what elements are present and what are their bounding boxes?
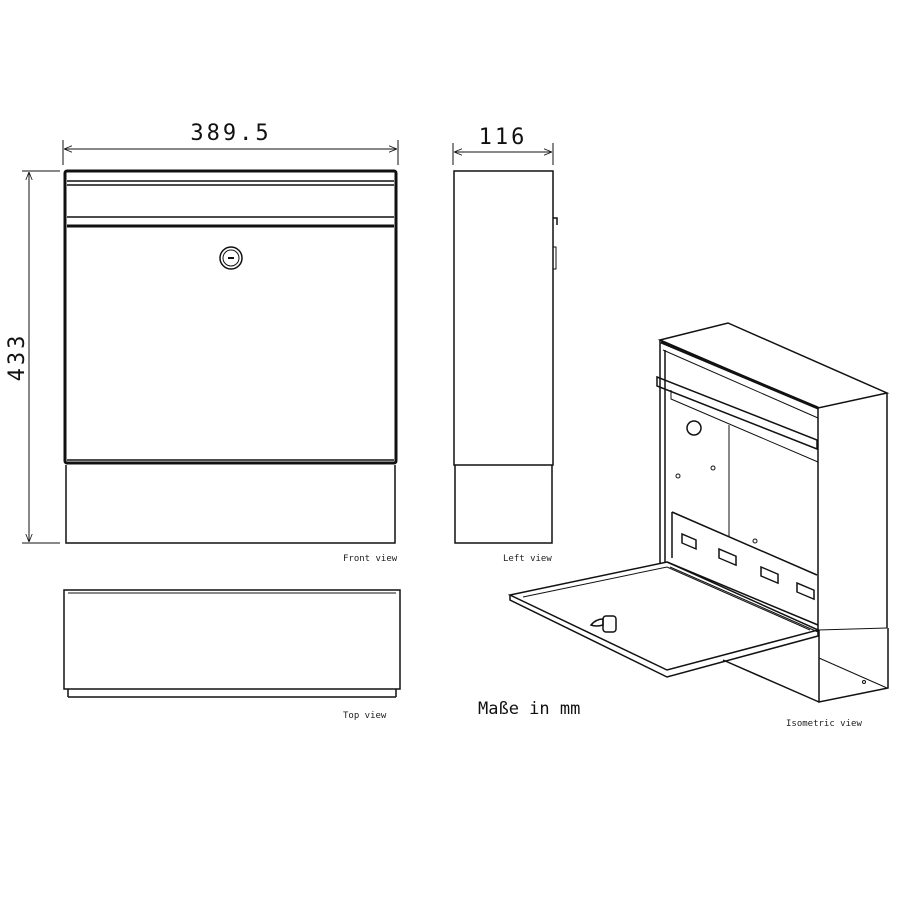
front-view: [63, 169, 398, 544]
top-view: [63, 589, 401, 698]
height-value: 433: [5, 333, 30, 382]
width-dimension: 389.5: [62, 121, 399, 165]
depth-value: 116: [479, 125, 528, 150]
isometric-view-label: Isometric view: [786, 719, 862, 729]
units-note: Maße in mm: [478, 699, 580, 719]
front-view-label: Front view: [343, 554, 398, 564]
width-value: 389.5: [190, 121, 271, 146]
left-view-label: Left view: [503, 554, 552, 564]
left-view: [453, 170, 558, 544]
top-view-label: Top view: [343, 711, 387, 721]
height-dimension: 433: [5, 170, 60, 544]
depth-dimension: 116: [452, 125, 554, 165]
isometric-view: [507, 322, 890, 703]
